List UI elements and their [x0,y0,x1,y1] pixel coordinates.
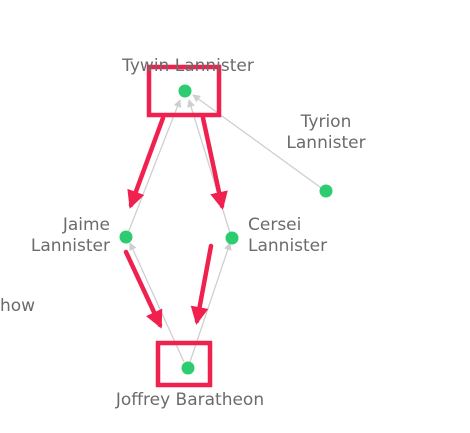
highlight-box-joffrey [155,340,213,388]
annotation-arrows [123,115,228,329]
label-jaime-lannister: Jaime Lannister [10,215,110,257]
label-jaime-line1: Jaime [62,215,110,235]
label-cersei-lannister: Cersei Lannister [248,215,358,257]
edge-jaime-to-tywin [127,99,182,234]
label-partial-offscreen: how [0,296,40,317]
label-cersei-line1: Cersei [248,215,302,235]
highlight-boxes [146,64,222,388]
label-tyrion-lannister: Tyrion Lannister [271,112,381,154]
label-joffrey-baratheon: Joffrey Baratheon [95,390,285,411]
graph-nodes [119,84,333,375]
red-arrow-tywin-to-cersei [200,115,228,210]
red-arrow-jaime-to-joffrey [123,249,163,329]
label-partial-text: how [0,296,36,316]
node-jaime-lannister[interactable] [119,230,133,244]
red-arrow-tywin-to-jaime [127,115,166,209]
red-arrow-cersei-to-joffrey [190,243,214,325]
node-cersei-lannister[interactable] [225,231,239,245]
label-tyrion-line1: Tyrion [300,112,352,132]
label-tywin-text: Tywin Lannister [122,56,254,76]
node-joffrey-baratheon[interactable] [181,361,195,375]
edge-tyrion-to-tywin [192,94,325,191]
label-joffrey-text: Joffrey Baratheon [115,390,265,410]
label-tyrion-line2: Lannister [286,133,366,153]
label-jaime-line2: Lannister [30,236,110,256]
highlight-box-tywin [146,64,222,118]
label-tywin-lannister: Tywin Lannister [100,56,276,77]
edge-cersei-to-tywin [187,99,231,234]
label-cersei-line2: Lannister [248,236,328,256]
node-tywin-lannister[interactable] [178,84,192,98]
node-tyrion-lannister[interactable] [319,184,333,198]
